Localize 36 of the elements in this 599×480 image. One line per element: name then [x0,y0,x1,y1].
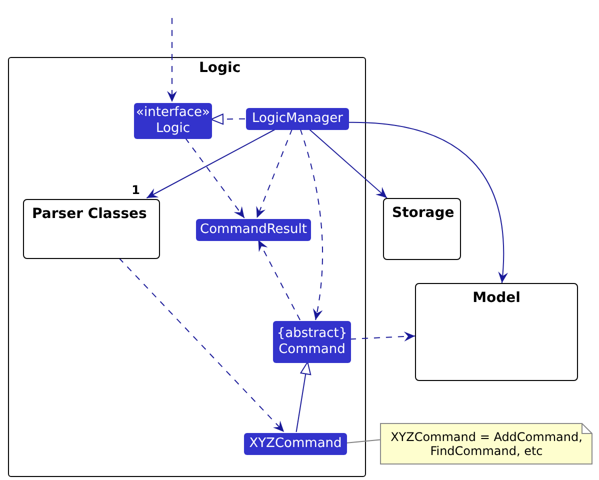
multiplicity-label: 1 [130,184,142,197]
class-box [246,108,349,130]
abstract-class-box [273,321,351,363]
component-name: Parser Classes [32,206,148,222]
arrow [118,258,285,432]
arrow [350,332,416,342]
class-box [244,433,347,455]
component-name: Model [472,290,522,306]
arrow [146,128,276,198]
class-name: Command [278,342,346,358]
arrow [296,362,312,432]
class-name: LogicManager [252,111,343,127]
arrow [167,18,177,102]
arrow [348,122,508,284]
stereotype-label: «interface» [136,105,210,121]
class-box [196,219,311,241]
component-box [415,283,578,381]
arrow [300,128,323,320]
component-box [23,199,160,259]
note-box [380,423,593,465]
class-name: Logic [156,121,190,137]
component-name: Storage [392,205,452,221]
stereotype-label: {abstract} [276,326,348,342]
package-title: Logic [199,60,241,76]
package-frame [8,57,366,477]
interface-class-box [134,103,212,139]
arrow [258,240,301,320]
arrow [256,128,293,218]
class-name: CommandResult [200,222,307,238]
note-text: XYZCommand = AddCommand, FindCommand, etc [390,430,583,458]
arrow [210,114,246,125]
arrow [308,128,388,198]
component-box [383,198,461,260]
note-connector [346,439,380,444]
arrow [184,138,245,218]
class-name: XYZCommand [249,436,342,452]
